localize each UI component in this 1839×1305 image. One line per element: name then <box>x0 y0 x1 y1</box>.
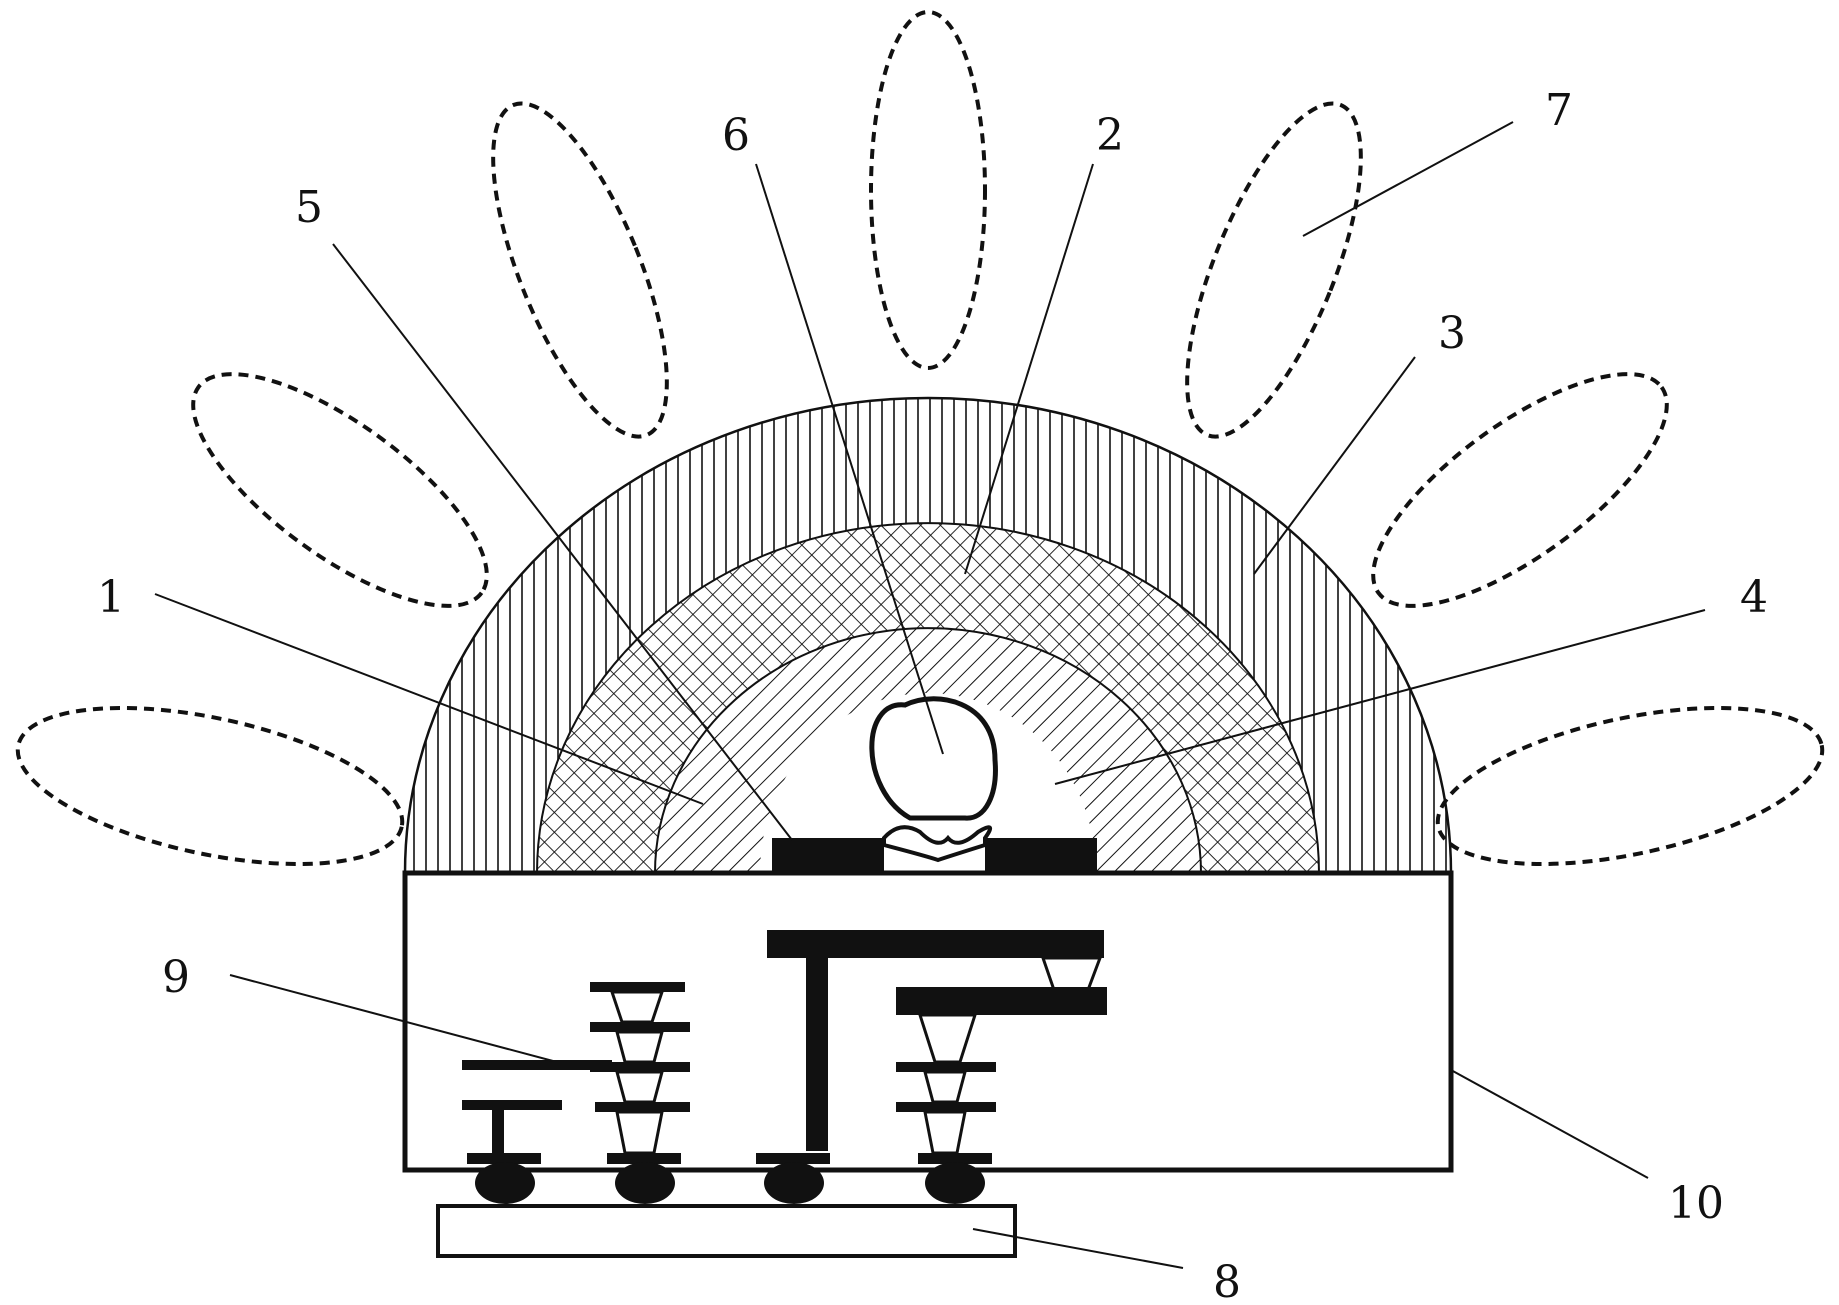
leader-line-7 <box>1302 121 1514 237</box>
via-taper <box>923 1070 967 1104</box>
label-7: 7 <box>1545 85 1573 136</box>
radiation-lobe <box>869 10 987 370</box>
solder-ball <box>925 1162 985 1204</box>
reference-labels: 1 2 3 4 5 6 7 8 9 10 <box>97 85 1768 1305</box>
chip-pad-left <box>772 838 884 873</box>
label-6: 6 <box>722 110 750 161</box>
radiation-lobe <box>1371 372 1669 608</box>
via-stack-left-pad2 <box>590 1022 690 1032</box>
bottom-pad <box>607 1153 681 1164</box>
internal-routing <box>462 930 1107 1164</box>
chip-pad-right <box>985 838 1097 873</box>
label-3: 3 <box>1438 308 1466 359</box>
feed-element <box>869 696 998 821</box>
label-8: 8 <box>1213 1257 1241 1305</box>
via-taper <box>615 1070 664 1104</box>
label-1: 1 <box>97 572 125 623</box>
radiation-lobe <box>191 372 489 608</box>
leader-line-5 <box>332 243 793 841</box>
radiation-lobe <box>15 705 405 867</box>
via-stack-right-pad1 <box>896 1062 996 1072</box>
feed-line-plate <box>896 987 1107 1015</box>
label-4: 4 <box>1740 572 1768 623</box>
label-10: 10 <box>1668 1178 1724 1229</box>
outer-dome-outline <box>403 396 1453 874</box>
via-taper <box>615 1110 664 1155</box>
leader-line-2 <box>964 163 1094 575</box>
middle-layer-outline <box>536 522 1320 874</box>
leader-line-9 <box>229 974 554 1062</box>
leader-line-4 <box>1054 609 1706 785</box>
leader-line-6 <box>755 163 944 755</box>
solder-balls <box>475 1162 985 1204</box>
leader-line-10 <box>1450 1069 1649 1179</box>
via-taper <box>917 1013 978 1064</box>
leader-lines <box>154 121 1706 1269</box>
label-5: 5 <box>295 182 323 233</box>
solder-ball <box>615 1162 675 1204</box>
ground-plane-upper <box>767 930 1104 958</box>
signal-trace <box>462 1100 562 1110</box>
radiation-lobe <box>1185 101 1363 439</box>
via-stack-left-pad1 <box>590 982 685 992</box>
radiation-lobes <box>15 10 1825 867</box>
inner-layer-outline <box>654 627 1202 874</box>
label-9: 9 <box>162 952 190 1003</box>
leader-line-8 <box>972 1228 1184 1269</box>
solder-ball <box>475 1162 535 1204</box>
via-stack-right-pad2 <box>896 1102 996 1112</box>
via-stack-left-pad4 <box>595 1102 690 1112</box>
solder-ball <box>764 1162 824 1204</box>
label-2: 2 <box>1096 110 1124 161</box>
via-taper <box>923 1110 967 1155</box>
bottom-pad <box>918 1153 992 1164</box>
via-taper <box>609 990 665 1024</box>
radiation-lobe <box>1435 705 1825 867</box>
via-vertical <box>806 958 828 1151</box>
radiation-lobe <box>491 101 669 439</box>
signal-trace <box>462 1060 612 1070</box>
via-stack-left-pad3 <box>590 1062 690 1072</box>
bottom-pad <box>756 1153 830 1164</box>
bond-ball-bump <box>882 825 993 863</box>
leader-line-3 <box>1253 356 1416 575</box>
bottom-pad <box>467 1153 541 1164</box>
via-post <box>492 1110 504 1153</box>
via-taper <box>615 1030 664 1064</box>
leader-line-1 <box>154 593 704 805</box>
pcb-board <box>436 1204 1017 1258</box>
